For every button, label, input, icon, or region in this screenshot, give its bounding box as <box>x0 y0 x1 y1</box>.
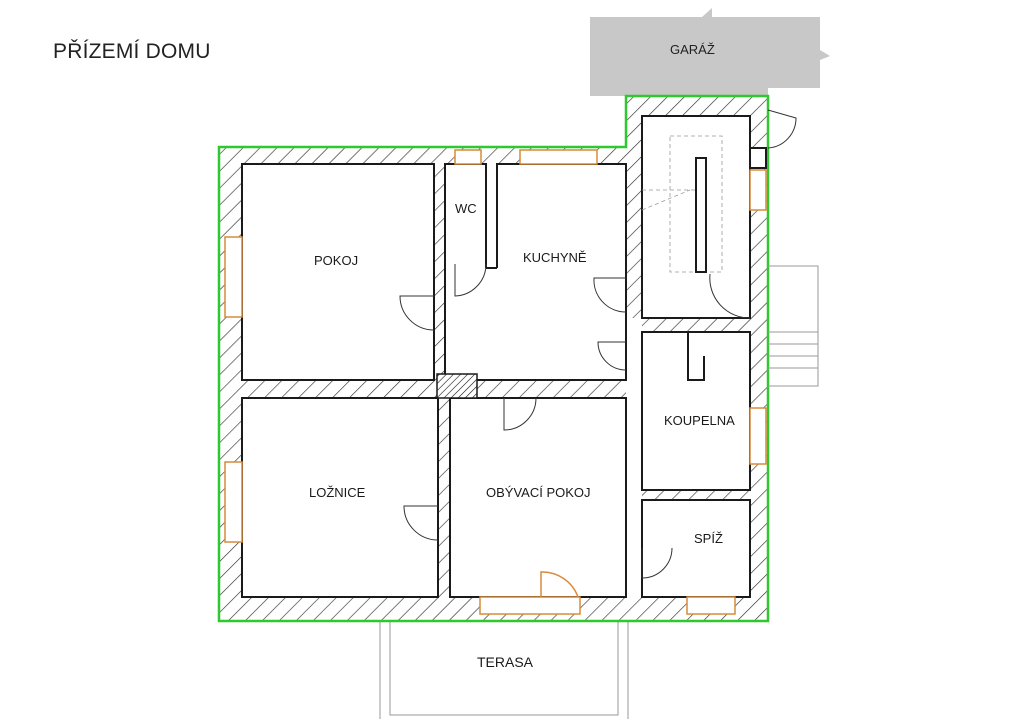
doors <box>399 109 797 579</box>
window-loznice <box>224 461 243 543</box>
window-kuchyne <box>519 149 598 165</box>
room-label-obyvaci: OBÝVACÍ POKOJ <box>486 485 591 500</box>
entrance-door <box>540 571 579 598</box>
room-label-spiz: SPÍŽ <box>694 531 723 546</box>
terrace-label: TERASA <box>477 654 534 670</box>
window-obyvaci <box>479 596 581 615</box>
window-pokoj <box>224 236 243 318</box>
interior-walls <box>241 115 751 598</box>
window-spiz <box>686 596 736 615</box>
window-koupelna <box>749 407 767 465</box>
window-wc <box>454 149 482 165</box>
room-label-pokoj: POKOJ <box>314 253 358 268</box>
window-stairs <box>749 169 767 211</box>
room-koupelna <box>641 331 751 491</box>
exterior-steps <box>768 265 819 387</box>
terrace <box>379 621 629 719</box>
room-label-koupelna: KOUPELNA <box>664 413 735 428</box>
building-outline <box>217 94 770 623</box>
windows <box>224 149 767 615</box>
room-label-kuchyne: KUCHYNĚ <box>523 250 587 265</box>
garage-block <box>590 8 830 96</box>
wall-hatching <box>219 96 768 621</box>
room-label-loznice: LOŽNICE <box>309 485 366 500</box>
room-hall <box>444 263 627 381</box>
page-title: PŘÍZEMÍ DOMU <box>53 40 211 63</box>
garage-label: GARÁŽ <box>670 42 715 57</box>
room-pokoj <box>241 163 435 381</box>
room-label-wc: WC <box>455 201 477 216</box>
room-spiz <box>641 499 751 598</box>
room-obyvaci <box>449 397 627 598</box>
chimney <box>436 373 478 399</box>
